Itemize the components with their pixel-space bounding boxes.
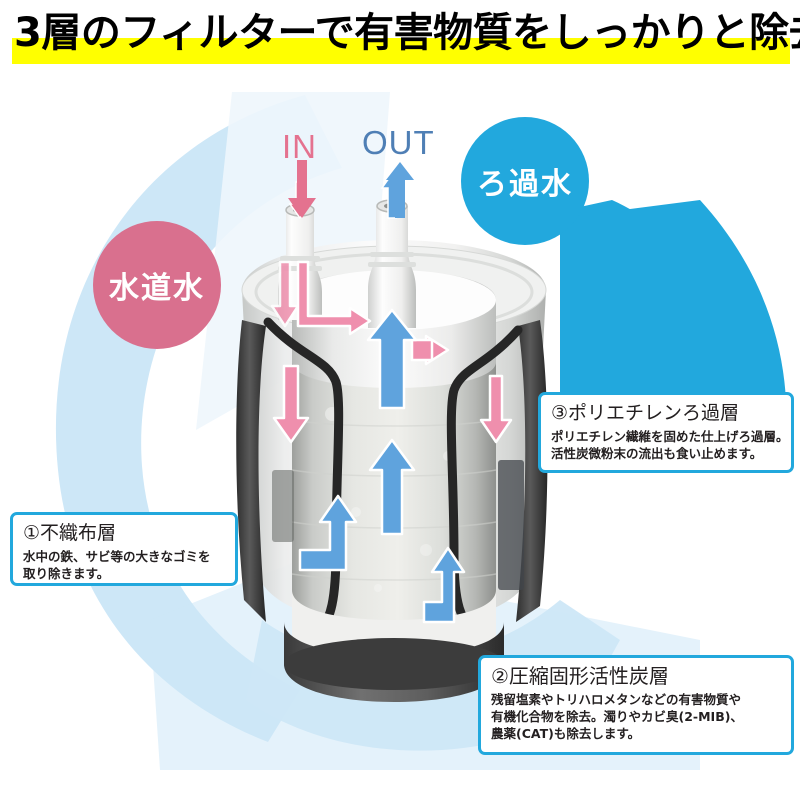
arrow-pink-down-2 (272, 364, 310, 444)
cage-front-loop (263, 317, 344, 633)
callout-layer-2: ②圧縮固形活性炭層 残留塩素やトリハロメタンなどの有害物質や 有機化合物を除去。… (478, 655, 794, 755)
cage-front-loop-right (446, 325, 523, 635)
badge-tap-water-label: 水道水 (109, 271, 205, 306)
side-label-right (498, 460, 524, 590)
callout-layer-1-line-1: 水中の鉄、サビ等の大きなゴミを (23, 549, 211, 564)
outlet-label: OUT (362, 124, 435, 161)
callout-layer-2-heading: ②圧縮固形活性炭層 (491, 664, 669, 688)
badge-filtered-water-label: ろ過水 (477, 167, 573, 202)
callout-layer-2-line-1: 残留塩素やトリハロメタンなどの有害物質や (491, 692, 742, 707)
callout-layer-1-line-2: 取り除きます。 (23, 566, 110, 581)
filter-cartridge-illustration: IN OUT (236, 172, 548, 702)
cage-rib-left (236, 320, 266, 622)
arrow-blue-up-1 (366, 308, 418, 410)
outlet-arrow-external (386, 162, 414, 218)
side-label-left (272, 470, 294, 542)
callout-layer-2-line-3: 農薬(CAT)も除去します。 (491, 726, 641, 741)
callout-layer-3: ③ポリエチレンろ過層 ポリエチレン繊維を固めた仕上げろ過層。 活性炭微粉末の流出… (538, 392, 794, 473)
inlet-label: IN (282, 128, 317, 165)
callout-layer-3-line-2: 活性炭微粉末の流出も食い止めます。 (551, 446, 763, 461)
arrow-blue-elbow-2 (422, 546, 466, 624)
cartridge-base-bottom (284, 638, 504, 690)
arrow-pink-down-3 (479, 374, 513, 444)
flow-arrows-inlet (270, 260, 513, 444)
badge-tap-water: 水道水 (93, 221, 221, 349)
title-banner: 3層のフィルターで有害物質をしっかりと除去 (0, 0, 800, 76)
arrow-blue-elbow-1 (298, 494, 358, 572)
title-highlight-bar (12, 38, 790, 64)
callout-layer-1: ①不織布層 水中の鉄、サビ等の大きなゴミを 取り除きます。 (10, 512, 238, 586)
callout-layer-2-line-2: 有機化合物を除去。濁りやカビ臭(2-MIB)、 (491, 709, 743, 724)
callout-layer-1-heading: ①不織布層 (23, 522, 117, 544)
arrow-pink-elbow-1 (296, 260, 372, 336)
arrow-pink-elbow-2b (410, 338, 434, 362)
arrow-pink-down-1 (270, 260, 300, 328)
arrow-blue-up-2 (368, 438, 416, 536)
background-arc-right-cyan-fill (560, 200, 787, 432)
flow-arrows-outlet (298, 308, 466, 624)
callout-layer-3-heading: ③ポリエチレンろ過層 (551, 402, 740, 424)
page-title: 3層のフィルターで有害物質をしっかりと除去 (14, 10, 800, 56)
callout-layer-3-line-1: ポリエチレン繊維を固めた仕上げろ過層。 (551, 429, 789, 444)
badge-filtered-water: ろ過水 (461, 117, 589, 245)
inlet-arrow-external (288, 160, 316, 218)
